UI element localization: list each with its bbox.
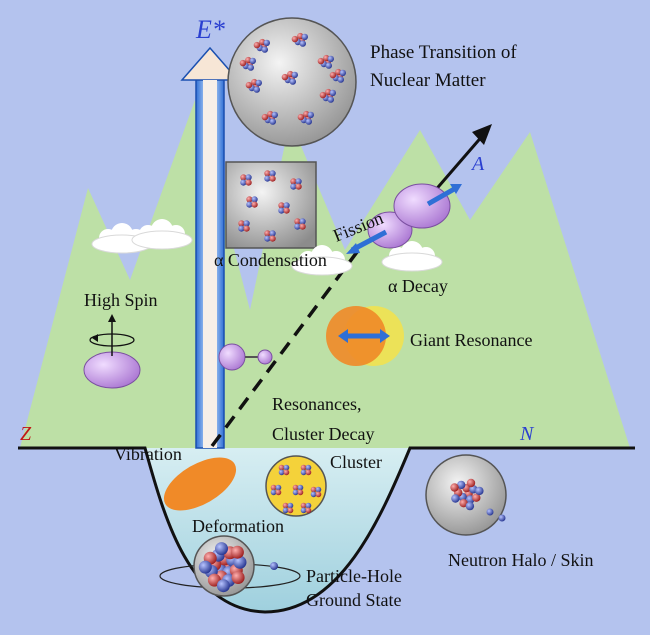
phase-nucleus <box>289 78 296 85</box>
phase-nucleus <box>327 55 334 63</box>
neutron-halo-label: Neutron Halo / Skin <box>448 550 594 570</box>
phase-nucleus <box>263 39 270 47</box>
ground-nucleon <box>198 560 212 574</box>
phase-nucleus <box>319 91 327 99</box>
phase-nucleus <box>249 57 256 65</box>
phase-nucleus <box>253 41 261 49</box>
neutron-axis-label: N <box>519 423 535 445</box>
halo-nucleons <box>450 478 506 522</box>
halo-nucleon <box>457 480 466 490</box>
proton-axis-label: Z <box>20 423 32 445</box>
halo-nucleon <box>451 494 460 503</box>
phase-nucleus <box>253 86 260 93</box>
phase-nucleus <box>269 118 276 125</box>
phase-nucleus <box>299 40 306 47</box>
alpha-condensation-label: α Condensation <box>214 250 327 270</box>
phase-transition-nuclei <box>239 32 346 125</box>
dinuclear-icon <box>218 343 273 371</box>
resonances-label-line1: Resonances, <box>272 394 361 414</box>
phase-nucleus <box>337 76 344 83</box>
mass-axis-arrowhead <box>472 124 492 145</box>
phase-nucleus <box>307 111 314 119</box>
vibration-label: Vibration <box>114 444 182 464</box>
halo-nucleon <box>466 478 476 488</box>
phase-nucleus <box>327 96 334 103</box>
fission-icon <box>346 183 462 254</box>
ground-state-label: Ground State <box>306 590 401 610</box>
phase-nucleus <box>261 46 268 53</box>
halo-nucleon <box>459 499 468 508</box>
deformation-label: Deformation <box>192 516 284 536</box>
baseline <box>18 446 635 614</box>
energy-arrow-icon <box>180 46 240 449</box>
phase-nucleus <box>297 113 305 121</box>
ground-nucleon <box>233 555 247 569</box>
phase-nucleus <box>325 62 332 69</box>
phase-transition-label-line2: Nuclear Matter <box>370 70 486 91</box>
energy-axis-label: E* <box>195 15 225 44</box>
phase-nucleus <box>245 81 253 89</box>
ground-nucleon <box>215 542 228 556</box>
mass-axis-label: A <box>470 153 485 175</box>
ground-nucleon <box>230 545 244 559</box>
phase-nucleus <box>255 79 262 87</box>
halo-nucleon <box>465 501 475 511</box>
phase-nucleus <box>291 35 299 43</box>
cluster-label: Cluster <box>330 452 382 472</box>
vibration-icon <box>163 457 237 511</box>
ground-nucleon <box>231 571 245 584</box>
ground-nucleon <box>216 579 230 593</box>
phase-nucleus <box>301 33 308 41</box>
halo-nucleon <box>475 486 484 496</box>
giant-resonance-icon <box>326 306 404 366</box>
phase-nucleus <box>329 71 337 79</box>
phase-nucleus <box>305 118 312 125</box>
halo-neutron <box>498 514 506 522</box>
phase-nucleus <box>261 113 269 121</box>
phase-nucleus <box>281 73 289 81</box>
phase-nucleus <box>271 111 278 119</box>
ground-state-nucleons <box>198 542 247 593</box>
halo-nucleon <box>472 493 481 502</box>
phase-nucleus <box>329 89 336 97</box>
phase-nucleus <box>317 57 325 65</box>
phase-nucleus <box>247 64 254 71</box>
phase-transition-label-line1: Phase Transition of <box>370 42 517 63</box>
phase-nucleus <box>339 69 346 77</box>
halo-neutron <box>486 508 494 516</box>
spin-icon <box>83 314 141 389</box>
giant-resonance-label: Giant Resonance <box>410 330 532 350</box>
resonances-label-line2: Cluster Decay <box>272 424 374 444</box>
halo-nucleon <box>450 483 459 492</box>
phase-nucleus <box>239 59 247 67</box>
alpha-decay-label: α Decay <box>388 276 448 296</box>
particle-hole-icon <box>270 562 278 570</box>
particle-hole-label: Particle-Hole <box>306 566 402 586</box>
phase-nucleus <box>291 71 298 79</box>
mass-axis-line <box>210 246 362 448</box>
high-spin-label: High Spin <box>84 290 158 310</box>
